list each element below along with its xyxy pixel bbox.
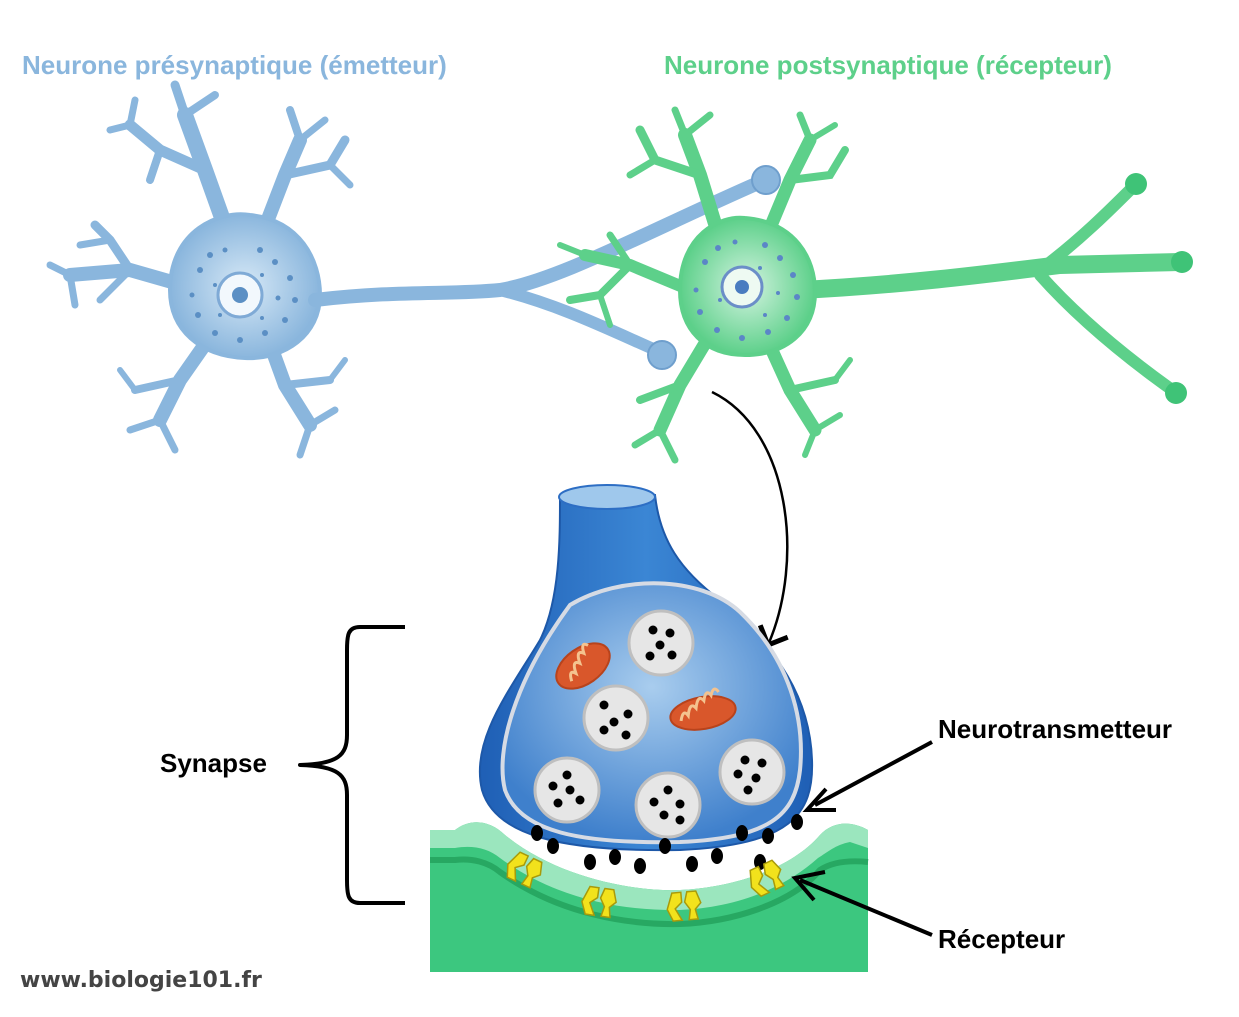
receptor-icon: [506, 851, 785, 922]
postsynaptic-neuron-icon: [557, 106, 1193, 464]
zoom-arrow-icon: [711, 390, 789, 649]
receptor-label: Récepteur: [938, 924, 1066, 954]
postsynaptic-title: Neurone postsynaptique (récepteur): [664, 50, 1112, 80]
vesicle-icon: [533, 609, 786, 839]
mitochondrion-icon: [555, 642, 737, 731]
neurotransmitter-label: Neurotransmetteur: [938, 714, 1173, 744]
pointer-arrows: [791, 740, 933, 937]
brace-icon: [298, 625, 405, 905]
synapse-label: Synapse: [160, 748, 267, 778]
presynaptic-title: Neurone présynaptique (émetteur): [22, 50, 447, 80]
neurotransmitter-dots: [531, 814, 803, 874]
website-credit: www.biologie101.fr: [20, 968, 262, 993]
presynaptic-neuron-icon: [46, 80, 772, 459]
